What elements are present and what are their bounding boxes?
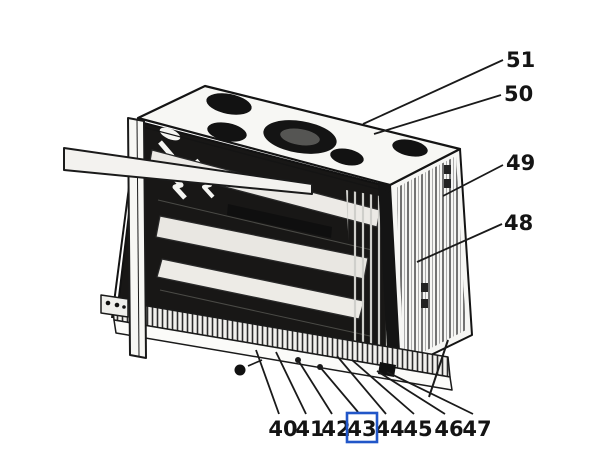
drawer-knob: [234, 364, 246, 376]
leader-lines: [255, 59, 504, 415]
part-label-44[interactable]: 44: [375, 417, 404, 441]
inner-right-frame: [346, 190, 390, 364]
panel-latch: [444, 165, 451, 174]
leader-line-46: [376, 370, 446, 415]
part-label-51[interactable]: 51: [506, 48, 535, 72]
burner-left-rear: [206, 93, 252, 115]
part-label-48[interactable]: 48: [504, 211, 533, 235]
hinge-rivet: [105, 300, 111, 306]
cavity-texture-line: [159, 289, 371, 337]
part-label-40[interactable]: 40: [268, 417, 297, 441]
leader-line-48: [416, 223, 503, 263]
right-callouts: 51 50 49 48: [504, 48, 535, 235]
burner-right-rear: [392, 139, 428, 157]
hinge-rivet: [122, 305, 126, 309]
cooktop-front-edge: [138, 125, 390, 193]
hinge-bracket: [100, 294, 129, 318]
leader-line-47: [386, 371, 474, 415]
leader-line-42: [297, 359, 333, 415]
part-label-46[interactable]: 46: [434, 417, 463, 441]
leader-line-51: [362, 59, 504, 125]
burner-center-inner: [280, 128, 320, 146]
part-label-43[interactable]: 43: [347, 417, 376, 441]
leader-line-43: [319, 366, 359, 413]
panel-latch: [421, 299, 428, 308]
leader-line-45: [351, 359, 415, 415]
part-label-47[interactable]: 47: [462, 417, 491, 441]
hinge-rivet: [114, 302, 120, 308]
part-label-49[interactable]: 49: [506, 151, 535, 175]
broil-slot: [227, 204, 332, 238]
highlight-box-43: [345, 411, 379, 444]
right-side-panel-louvers: [396, 156, 466, 362]
leader-dot-42: [295, 357, 301, 363]
right-rear-leg: [428, 339, 449, 398]
cavity-texture-line: [157, 199, 373, 251]
leader-line-49: [442, 164, 504, 197]
burner-left-front: [207, 122, 247, 142]
panel-latch: [421, 283, 428, 292]
part-label-41[interactable]: 41: [295, 417, 324, 441]
panel-latch: [444, 179, 451, 188]
leader-line-50: [373, 94, 502, 135]
burner-right-front: [330, 148, 364, 166]
part-label-50[interactable]: 50: [504, 82, 533, 106]
part-label-45[interactable]: 45: [403, 417, 432, 441]
stove-body: [63, 84, 473, 398]
leader-line-44: [336, 355, 387, 415]
leader-line-41: [275, 351, 307, 415]
leader-dot-43: [317, 364, 323, 370]
leader-line-40: [255, 349, 280, 415]
bottom-callouts: 40 41 42 43 44 45 46 47: [268, 417, 491, 441]
door-handle-bar: [63, 147, 313, 195]
